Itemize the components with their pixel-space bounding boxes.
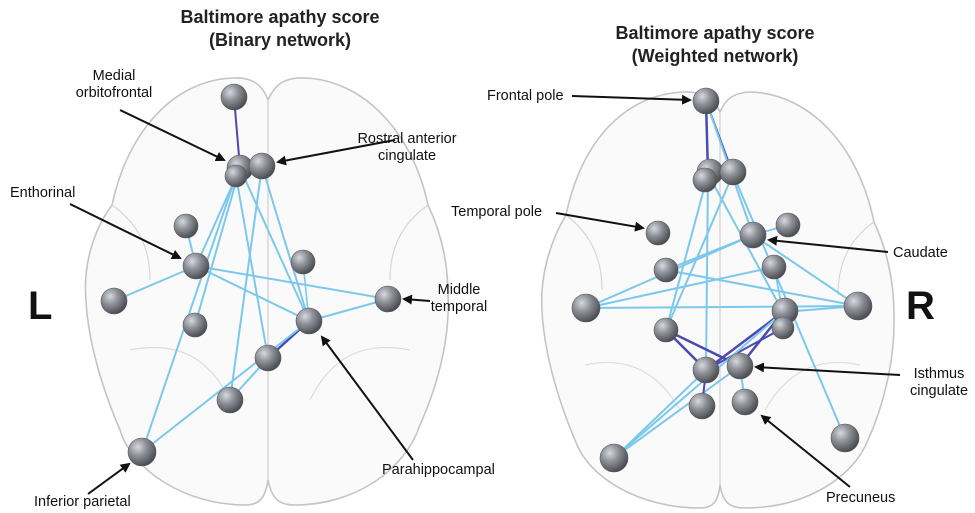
node-parahippocampal [296,308,322,334]
left-title-line1: Baltimore apathy score [150,6,410,29]
node-middle-temporal-left [572,294,600,322]
label-middle-temporal: Middle temporal [420,282,498,316]
node-parahippocampal-right-2 [772,317,794,339]
node-thalamus [762,255,786,279]
left-panel-title: Baltimore apathy score (Binary network) [150,6,410,52]
node-precuneus-left [689,393,715,419]
left-title-line2: (Binary network) [150,29,410,52]
node-middle-temporal [375,286,401,312]
label-rostral-anterior-cingulate: Rostral anterior cingulate [348,131,466,165]
node-isthmus [255,345,281,371]
node-temporal-pole [646,221,670,245]
node-lateral-orbitofrontal [174,214,198,238]
node-rostral-anterior-cingulate [249,153,275,179]
label-isthmus-cingulate: Isthmus cingulate [903,366,975,400]
node-inferior-parietal-right [831,424,859,452]
right-title-line1: Baltimore apathy score [585,22,845,45]
label-isthmus-cingulate-line1: Isthmus [903,366,975,383]
node-rostral-anterior-cingulate [720,159,746,185]
node-medial-orbitofrontal-2 [693,168,717,192]
label-temporal-pole: Temporal pole [451,204,542,221]
label-rostral-anterior-cingulate-line2: cingulate [348,148,466,165]
node-enthorinal [183,253,209,279]
label-parahippocampal: Parahippocampal [382,462,495,479]
node-temporal [101,288,127,314]
node-putamen [776,213,800,237]
label-isthmus-cingulate-line2: cingulate [903,383,975,400]
node-insula [654,258,678,282]
node-isthmus-cingulate-right [727,353,753,379]
node-precuneus [217,387,243,413]
node-medial-orbitofrontal-2 [225,165,247,187]
label-medial-orbitofrontal-line2: orbitofrontal [58,85,170,102]
right-title-line2: (Weighted network) [585,45,845,68]
label-precuneus: Precuneus [826,490,895,507]
label-rostral-anterior-cingulate-line1: Rostral anterior [348,131,466,148]
arrow-inferior-parietal [88,464,129,494]
node-inferior-parietal-left [600,444,628,472]
node-caudate [740,222,766,248]
label-middle-temporal-line2: temporal [420,299,498,316]
node-inferior-parietal [128,438,156,466]
hemisphere-label-left: L [28,284,52,329]
node-insula [183,313,207,337]
label-medial-orbitofrontal: Medial orbitofrontal [58,68,170,102]
label-frontal-pole: Frontal pole [487,88,564,105]
node-isthmus-cingulate-left [693,357,719,383]
label-inferior-parietal: Inferior parietal [34,494,131,511]
node-medial-orbitofrontal-top [221,84,247,110]
label-enthorinal: Enthorinal [10,185,75,202]
label-middle-temporal-line1: Middle [420,282,498,299]
node-precuneus-right [732,389,758,415]
node-caudate [291,250,315,274]
hemisphere-label-right: R [906,284,935,329]
node-middle-temporal-right [844,292,872,320]
right-panel-title: Baltimore apathy score (Weighted network… [585,22,845,68]
node-frontal-pole [693,88,719,114]
node-parahippocampal-left [654,318,678,342]
label-caudate: Caudate [893,245,948,262]
label-medial-orbitofrontal-line1: Medial [58,68,170,85]
